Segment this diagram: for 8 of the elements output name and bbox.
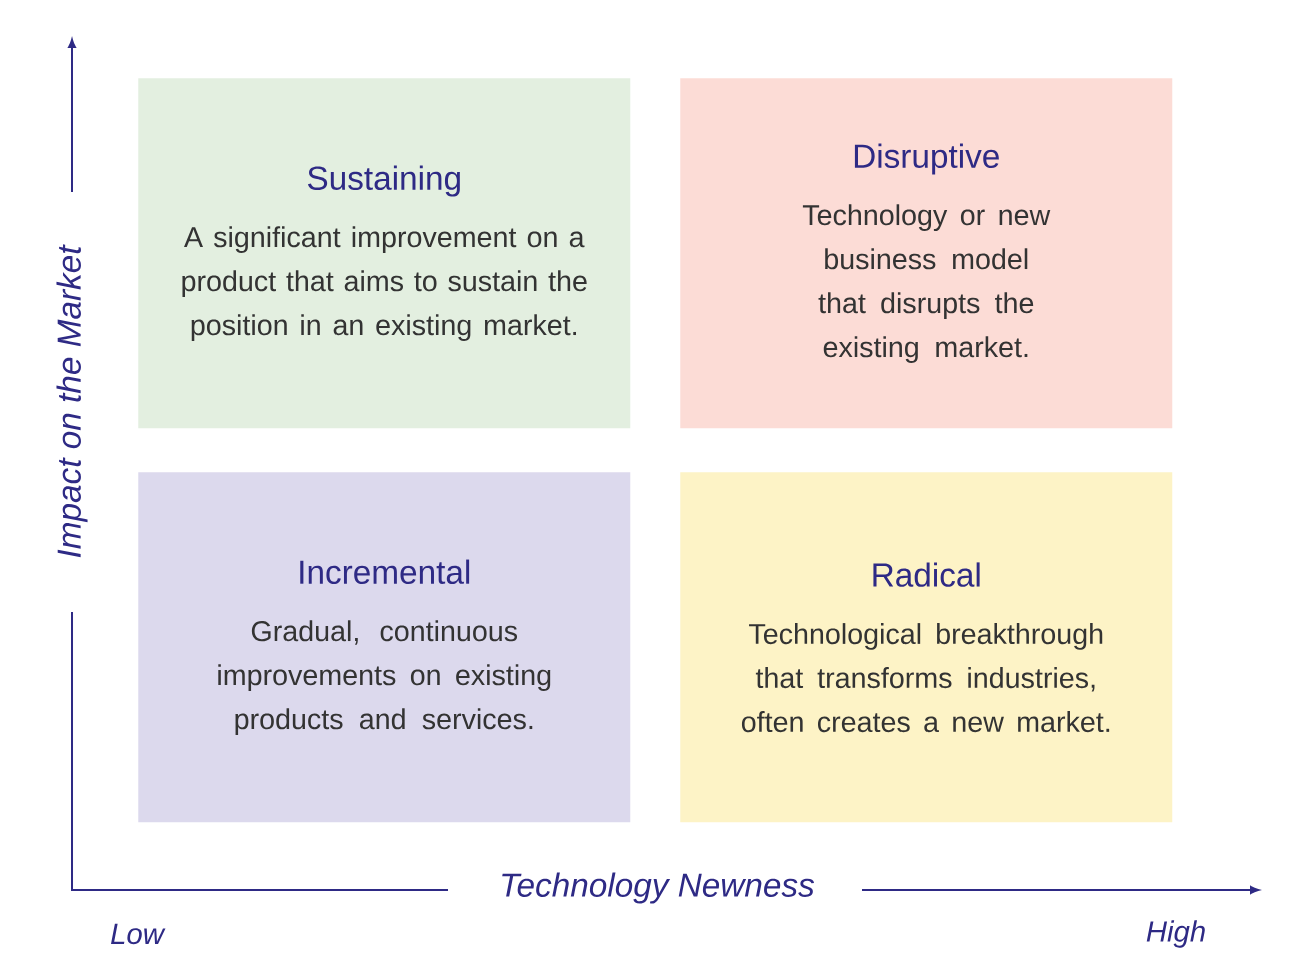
axis-label: High (1146, 920, 1205, 948)
axis-label: Impact on the Market (56, 244, 88, 558)
quadrant-box: Radical Technological breakthrough that transforms industries, often creates a new market. (680, 472, 1173, 823)
quadrant-box: Sustaining A significant improvement on a product that aims to sustain the position in an existing market. (138, 78, 631, 429)
quadrant-box: Incremental Gradual, continuous improvements on existing products and services. (138, 472, 631, 823)
axis-label: Technology Newness (502, 872, 815, 904)
axis-label: Low (111, 923, 166, 945)
quadrant-box: Disruptive Technology or new business model that disrupts the existing market. (680, 78, 1173, 429)
